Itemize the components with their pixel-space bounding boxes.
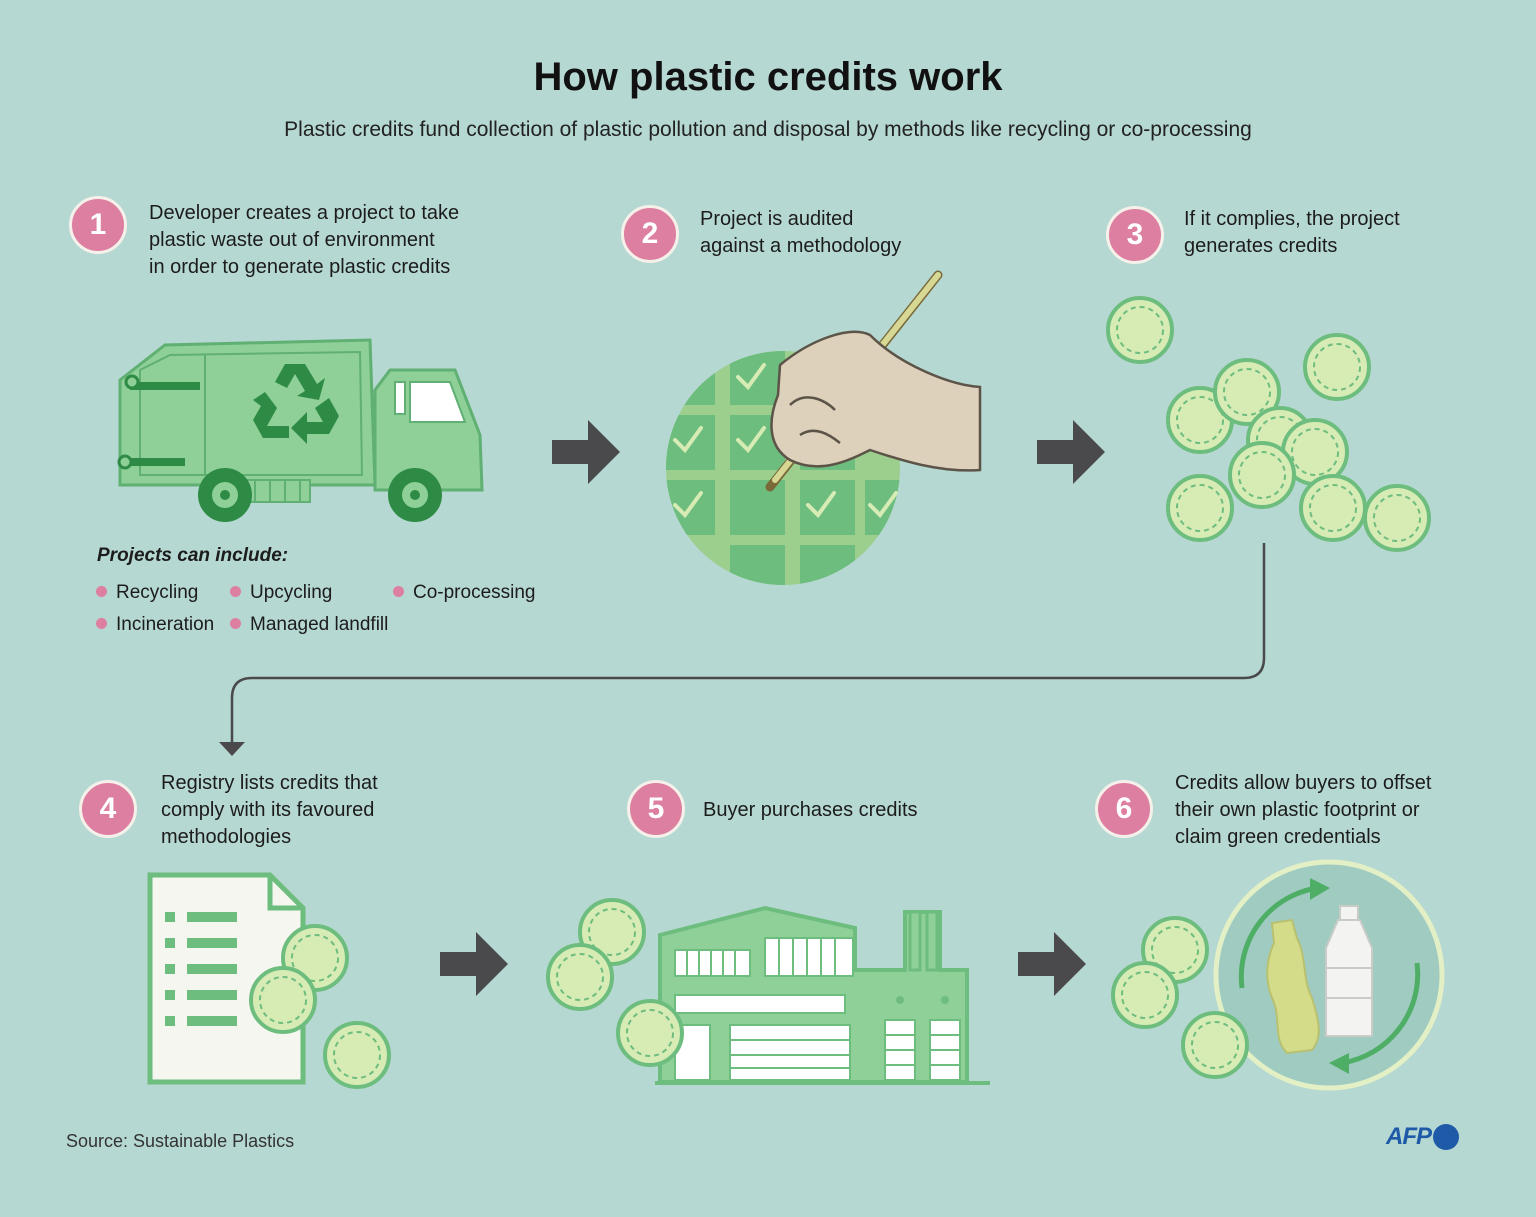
credit-coin-icon xyxy=(1213,358,1281,426)
step-1-text: Developer creates a project to take plas… xyxy=(149,202,460,278)
credit-coin-icon xyxy=(1363,484,1431,552)
bullet-dot-icon xyxy=(393,586,404,597)
project-item-label: Upcycling xyxy=(250,582,333,603)
bullet-dot-icon xyxy=(96,586,107,597)
project-item-label: Managed landfill xyxy=(250,614,389,635)
audit-checklist-globe-icon xyxy=(666,270,982,585)
project-item-coprocessing: Co-processing xyxy=(393,582,536,604)
afp-logo: AFP xyxy=(1386,1123,1459,1151)
arrow-right-icon xyxy=(552,420,620,484)
bullet-dot-icon xyxy=(96,618,107,629)
page-title: How plastic credits work xyxy=(533,55,1003,99)
step-2-text: Project is audited against a methodology xyxy=(700,208,902,257)
credit-coin-icon xyxy=(546,943,614,1011)
project-item-upcycling: Upcycling xyxy=(230,582,332,604)
credit-coin-icon xyxy=(1111,961,1179,1029)
credits-cluster-3 xyxy=(1106,296,1431,552)
page-subtitle: Plastic credits fund collection of plast… xyxy=(284,118,1252,141)
step-4-badge: 4 xyxy=(79,780,137,838)
afp-dot-icon xyxy=(1433,1124,1459,1150)
garbage-truck-icon xyxy=(117,338,484,522)
source-note: Source: Sustainable Plastics xyxy=(66,1131,295,1151)
afp-logo-text: AFP xyxy=(1386,1123,1432,1150)
bullet-dot-icon xyxy=(230,618,241,629)
project-item-label: Recycling xyxy=(116,582,199,603)
credit-coin-icon xyxy=(1303,333,1371,401)
credit-coin-icon xyxy=(1228,441,1296,509)
project-item-landfill: Managed landfill xyxy=(230,614,388,636)
arrow-right-icon xyxy=(1037,420,1105,484)
step-5-badge: 5 xyxy=(627,780,685,838)
step-3-badge: 3 xyxy=(1106,206,1164,264)
projects-heading: Projects can include: xyxy=(97,545,289,566)
step-4-text: Registry lists credits that comply with … xyxy=(161,772,378,848)
step-6-badge: 6 xyxy=(1095,780,1153,838)
credit-coin-icon xyxy=(249,966,317,1034)
project-item-label: Co-processing xyxy=(413,582,536,603)
credit-coin-icon xyxy=(1181,1011,1249,1079)
step-3-text: If it complies, the project generates cr… xyxy=(1184,208,1400,257)
step-5-text: Buyer purchases credits xyxy=(703,799,918,821)
step-1-badge: 1 xyxy=(69,196,127,254)
offset-bottles-icon xyxy=(1213,859,1445,1091)
project-item-incineration: Incineration xyxy=(96,614,214,636)
credits-cluster-5 xyxy=(546,898,684,1067)
credit-coin-icon xyxy=(616,999,684,1067)
credits-cluster-6 xyxy=(1111,916,1249,1079)
step-6-text: Credits allow buyers to offset their own… xyxy=(1175,772,1432,848)
credit-coin-icon xyxy=(323,1021,391,1089)
credits-cluster-4 xyxy=(249,924,391,1089)
factory-building-icon xyxy=(655,905,990,1085)
step-2-badge: 2 xyxy=(621,205,679,263)
project-item-label: Incineration xyxy=(116,614,215,635)
credit-coin-icon xyxy=(1166,474,1234,542)
credit-coin-icon xyxy=(1106,296,1174,364)
project-item-recycling: Recycling xyxy=(96,582,198,604)
arrow-right-icon xyxy=(1018,932,1086,996)
bullet-dot-icon xyxy=(230,586,241,597)
arrow-right-icon xyxy=(440,932,508,996)
